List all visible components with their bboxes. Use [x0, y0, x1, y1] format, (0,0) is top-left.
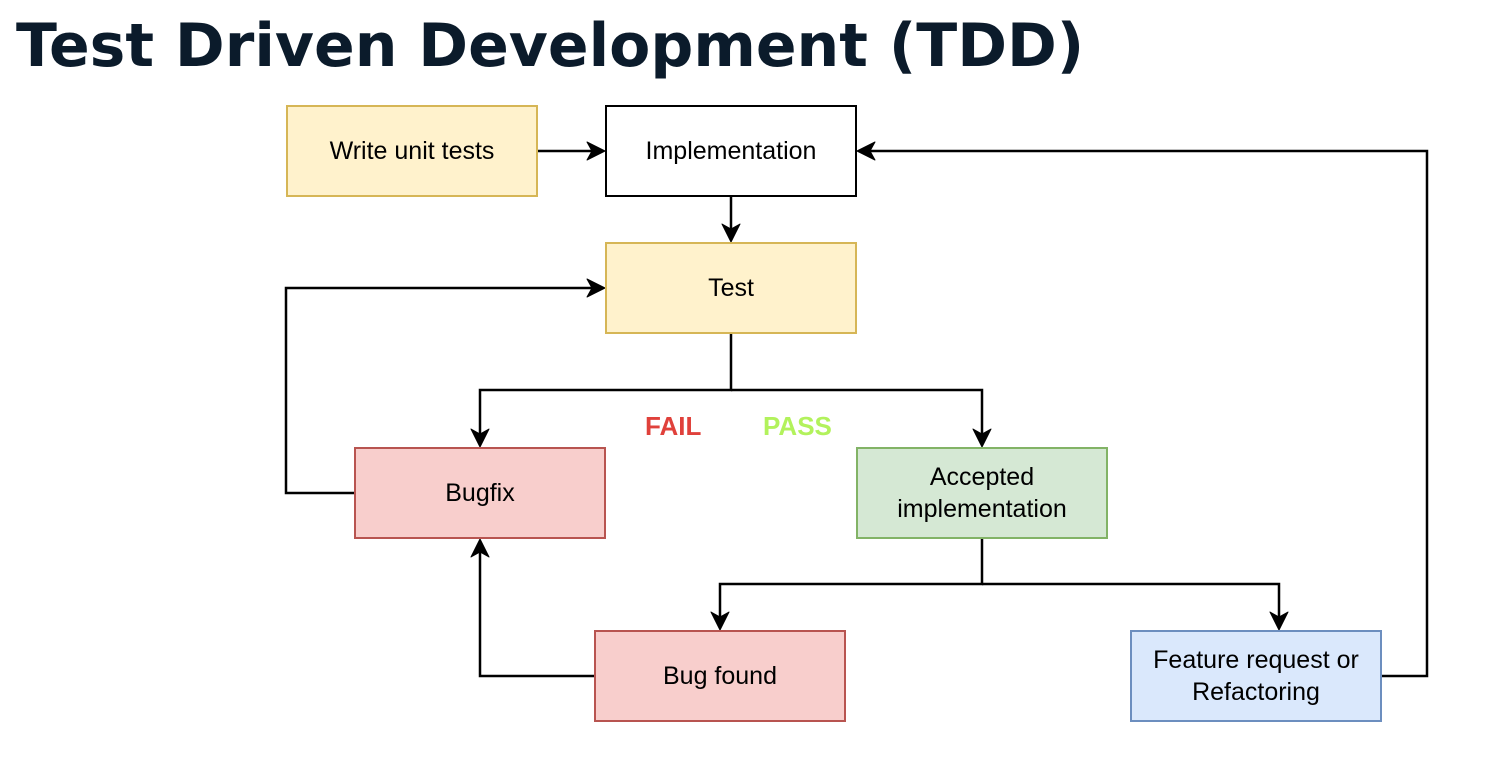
node-test: Test: [605, 242, 857, 334]
edge-feature-to-implementation: [856, 141, 1429, 678]
node-bug-found: Bug found: [594, 630, 846, 722]
edge-test-to-accepted: [731, 388, 992, 448]
edge-accepted-to-bug-found: [710, 539, 984, 631]
node-accepted-implementation: Accepted implementation: [856, 447, 1108, 539]
pass-label: PASS: [763, 411, 832, 441]
edge-bugfix-to-test: [284, 278, 606, 495]
node-bugfix: Bugfix: [354, 447, 606, 539]
edge-accepted-to-feature: [982, 582, 1289, 631]
edge-bug-found-to-bugfix: [470, 538, 594, 678]
edge-implementation-to-test: [721, 197, 741, 243]
page-title: Test Driven Development (TDD): [16, 11, 1085, 81]
fail-label: FAIL: [645, 411, 702, 441]
node-implementation: Implementation: [605, 105, 857, 197]
edge-write-to-implementation: [538, 141, 606, 161]
edge-test-to-bugfix: [470, 334, 733, 448]
node-write-unit-tests: Write unit tests: [286, 105, 538, 197]
node-feature-request: Feature request or Refactoring: [1130, 630, 1382, 722]
